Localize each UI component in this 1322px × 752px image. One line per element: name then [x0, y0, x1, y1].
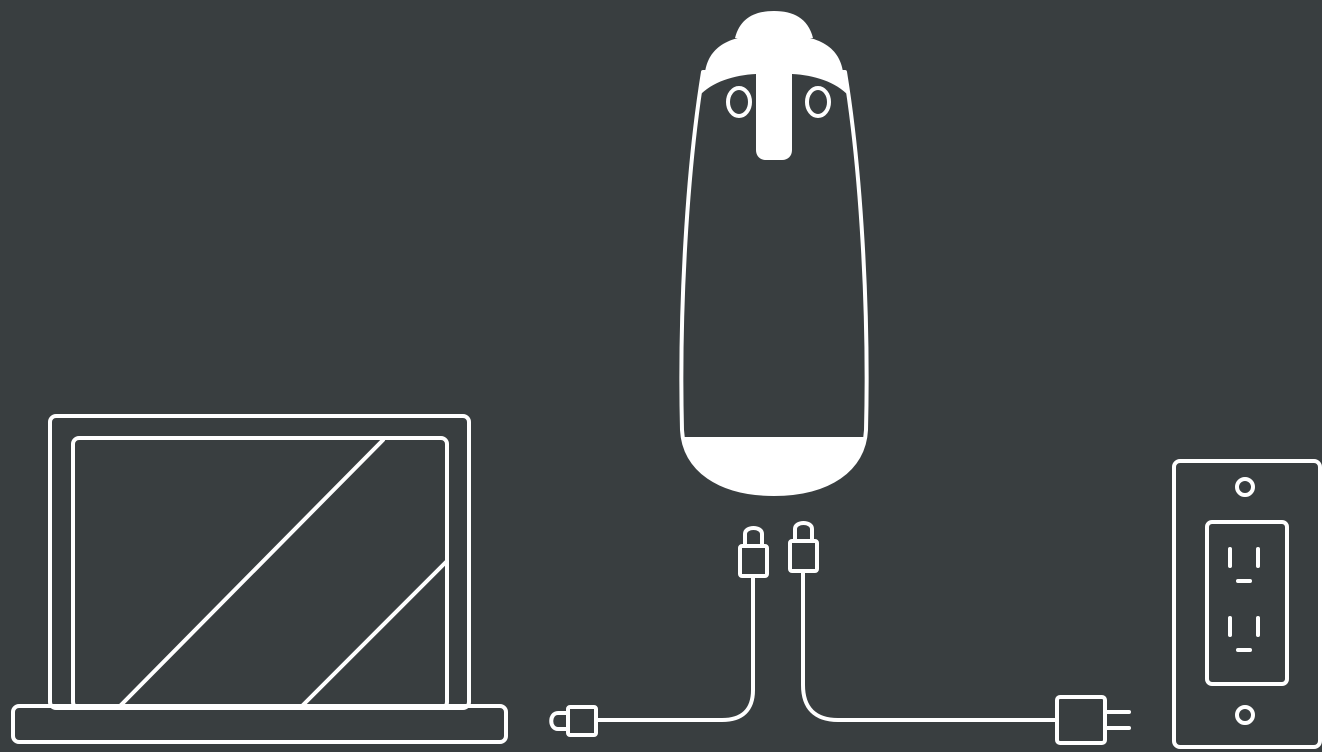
usb-plug-icon: [568, 707, 596, 735]
power-connector-tip: [795, 523, 812, 541]
laptop-base: [13, 706, 506, 742]
usb-plug-icon: [740, 546, 767, 576]
power-plug-icon: [1057, 697, 1105, 743]
laptop-icon: [13, 416, 506, 742]
outlet-cover-plate: [1174, 461, 1320, 747]
camera-face-plate: [699, 70, 849, 160]
camera-lens-left: [728, 88, 750, 116]
wall-outlet-icon: [1174, 461, 1320, 747]
camera-top-cap: [705, 34, 843, 72]
conference-camera-icon: [681, 11, 866, 494]
camera-top-handle: [735, 11, 813, 38]
usb-plug-tip: [551, 713, 568, 729]
power-connector-icon: [790, 541, 817, 571]
power-cable: [790, 523, 1129, 743]
outlet-socket-top: [1230, 549, 1258, 581]
outlet-socket-bottom: [1230, 618, 1258, 650]
outlet-receptacle-frame: [1207, 522, 1287, 684]
laptop-screen: [73, 438, 447, 708]
screen-glare-line: [302, 562, 446, 706]
power-cable-line: [803, 571, 1056, 720]
usb-cable-line: [598, 576, 753, 720]
laptop-lid: [50, 416, 469, 708]
outlet-screw-top: [1237, 479, 1253, 495]
camera-lens-right: [807, 88, 829, 116]
usb-plug-tip: [745, 528, 762, 546]
outlet-screw-bottom: [1237, 707, 1253, 723]
usb-cable: [551, 528, 767, 735]
camera-speaker-base: [683, 437, 865, 494]
